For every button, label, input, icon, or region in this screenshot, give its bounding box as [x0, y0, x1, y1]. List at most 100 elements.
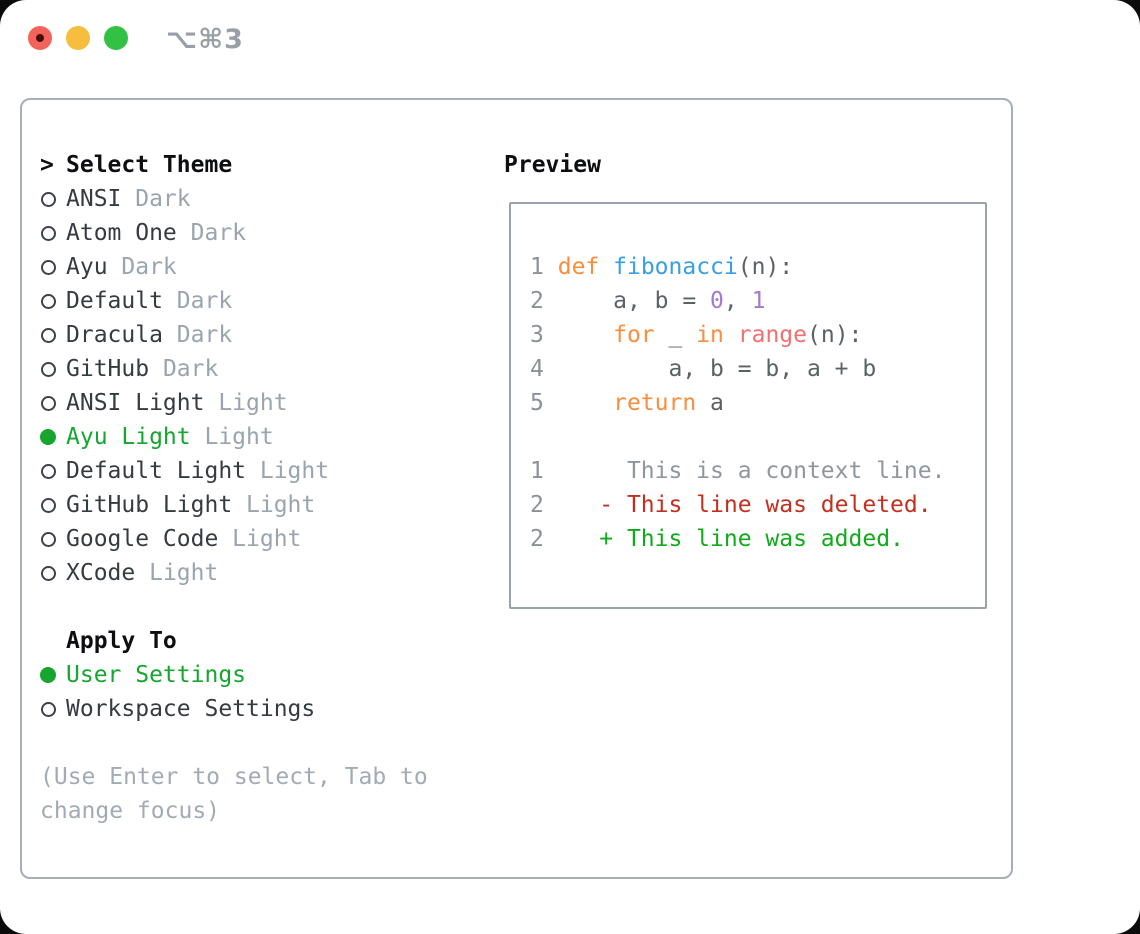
theme-option[interactable]: Default Light Light — [40, 454, 490, 488]
theme-option[interactable]: Ayu Dark — [40, 250, 490, 284]
code-token: a, b = b, a + b — [543, 356, 877, 382]
radio-icon — [41, 565, 56, 581]
theme-option[interactable]: ANSI Light Light — [40, 386, 490, 420]
code-token — [544, 254, 558, 280]
theme-variant: Dark — [176, 288, 233, 314]
code-token — [544, 390, 613, 416]
radio-icon — [41, 327, 56, 343]
theme-variant: Dark — [190, 220, 247, 246]
theme-option[interactable]: Atom One Dark — [40, 216, 490, 250]
theme-variant: Dark — [121, 254, 177, 280]
minimize-button[interactable] — [66, 26, 90, 50]
theme-option[interactable]: Dracula Dark — [40, 318, 490, 352]
zoom-button[interactable] — [104, 26, 128, 50]
line-number: 2 — [530, 492, 544, 518]
option-name: GitHub Light — [66, 492, 233, 518]
code-token — [724, 322, 738, 348]
marker-column — [40, 191, 66, 207]
code-token: fibonacci — [613, 254, 738, 280]
theme-variant: Dark — [135, 186, 191, 212]
spacer — [40, 726, 490, 760]
code-token: _ — [654, 322, 697, 348]
chevron-right-icon: > — [40, 152, 54, 178]
option-name: Ayu — [66, 254, 108, 280]
preview-title: Preview — [504, 152, 601, 178]
theme-option[interactable]: Google Code Light — [40, 522, 490, 556]
marker-column — [40, 361, 66, 377]
radio-icon — [41, 225, 56, 241]
option-name: Default — [66, 288, 163, 314]
help-text: (Use Enter to select, Tab to change focu… — [40, 760, 490, 828]
code-line: 2 - This line was deleted. — [530, 488, 945, 522]
window-shortcut-label: ⌥⌘3 — [166, 24, 244, 55]
marker-column — [40, 395, 66, 411]
apply-option[interactable]: Workspace Settings — [40, 692, 490, 726]
theme-option[interactable]: XCode Light — [40, 556, 490, 590]
marker-column — [40, 327, 66, 343]
code-token — [544, 322, 613, 348]
marker-column — [40, 225, 66, 241]
theme-option[interactable]: GitHub Dark — [40, 352, 490, 386]
marker-column — [40, 293, 66, 309]
radio-icon — [40, 429, 56, 445]
marker-column — [40, 565, 66, 581]
option-name: GitHub — [66, 356, 150, 382]
code-line: 4 a, b = b, a + b — [530, 352, 945, 386]
theme-option[interactable]: ANSI Dark — [40, 182, 490, 216]
code-token — [599, 254, 613, 280]
option-name: Ayu Light — [66, 424, 191, 450]
line-number: 1 — [530, 254, 544, 280]
theme-section-title: Select Theme — [66, 152, 233, 178]
theme-option[interactable]: GitHub Light Light — [40, 488, 490, 522]
theme-option[interactable]: Default Dark — [40, 284, 490, 318]
code-line: 1 This is a context line. — [530, 454, 945, 488]
theme-variant: Dark — [176, 322, 233, 348]
theme-variant: Light — [232, 526, 302, 552]
code-token: , — [723, 288, 752, 314]
option-name: Google Code — [66, 526, 219, 552]
marker-column — [40, 497, 66, 513]
radio-icon — [40, 667, 56, 683]
code-token: a, b = — [543, 288, 711, 314]
theme-variant: Light — [149, 560, 219, 586]
option-name: XCode — [66, 560, 136, 586]
line-number: 4 — [530, 356, 544, 382]
option-name: User Settings — [66, 662, 247, 688]
line-number: 5 — [530, 390, 544, 416]
apply-section-title: Apply To — [66, 628, 177, 654]
help-line: (Use Enter to select, Tab to — [40, 764, 428, 790]
code-token: range — [737, 322, 808, 348]
option-name: Dracula — [66, 322, 163, 348]
theme-option[interactable]: Ayu Light Light — [40, 420, 490, 454]
line-number: 2 — [530, 288, 544, 314]
code-token: + This line was added. — [543, 526, 904, 552]
theme-variant: Light — [218, 390, 288, 416]
option-name: Atom One — [66, 220, 177, 246]
radio-icon — [41, 463, 56, 479]
code-line: 2 a, b = 0, 1 — [530, 284, 945, 318]
spacer — [40, 590, 490, 624]
theme-variant: Light — [204, 424, 274, 450]
marker-column: > — [40, 148, 66, 182]
radio-icon — [41, 259, 56, 275]
content-frame: > Select Theme ANSI Dark Atom One Dark A… — [20, 98, 1013, 879]
radio-icon — [41, 701, 56, 717]
code-token: def — [557, 254, 600, 280]
marker-column — [40, 667, 66, 683]
code-token: in — [696, 322, 724, 348]
line-number: 2 — [530, 526, 544, 552]
code-token: 1 — [751, 288, 766, 314]
marker-column — [40, 259, 66, 275]
apply-option[interactable]: User Settings — [40, 658, 490, 692]
code-token: (n): — [807, 322, 863, 348]
line-number: 3 — [530, 322, 544, 348]
radio-icon — [41, 531, 56, 547]
code-token: a — [696, 390, 724, 416]
close-button[interactable] — [28, 26, 52, 50]
line-number: 1 — [530, 458, 544, 484]
code-line: 3 for _ in range(n): — [530, 318, 945, 352]
code-token: return — [613, 390, 697, 416]
